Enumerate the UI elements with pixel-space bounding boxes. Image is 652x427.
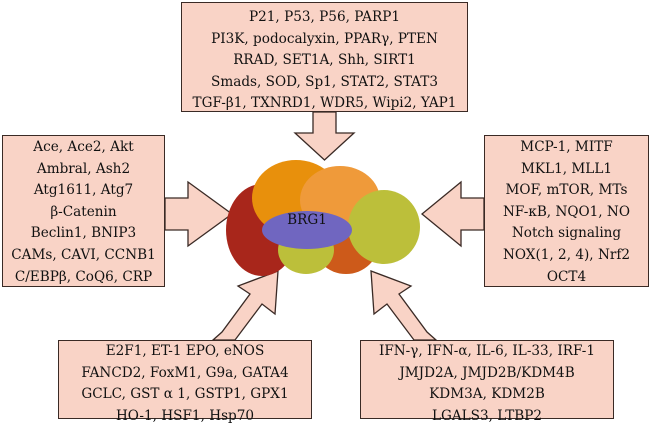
- box-line: MCP-1, MITF: [520, 139, 613, 155]
- blob-olive-right: [348, 190, 420, 264]
- box-right-targets: MCP-1, MITF MKL1, MLL1 MOF, mTOR, MTs NF…: [484, 135, 649, 287]
- box-line: C/EBPβ, CoQ6, CRP: [14, 268, 153, 285]
- arrow-top: [293, 111, 356, 161]
- center-label-brg1: BRG1: [287, 212, 327, 228]
- arrow-right: [420, 180, 485, 248]
- arrow-bottom-left: [211, 270, 279, 341]
- box-line: Notch signaling: [511, 225, 622, 242]
- box-line: KDM3A, KDM2B: [429, 386, 545, 403]
- box-line: OCT4: [546, 268, 587, 285]
- box-line: β-Catenin: [50, 203, 117, 220]
- box-line: JMJD2A, JMJD2B/KDM4B: [399, 364, 575, 381]
- box-line: Ambral, Ash2: [36, 160, 131, 177]
- blob-purple-center: [262, 211, 352, 249]
- box-bottom-left-targets: E2F1, ET-1 EPO, eNOS FANCD2, FoxM1, G9a,…: [58, 340, 312, 424]
- box-line: Beclin1, BNIP3: [30, 225, 137, 242]
- box-line: E2F1, ET-1 EPO, eNOS: [105, 343, 265, 359]
- box-line: HO-1, HSF1, Hsp70: [115, 407, 255, 424]
- box-left-targets: Ace, Ace2, Akt Ambral, Ash2 Atg1611, Atg…: [2, 135, 165, 287]
- box-line: IFN-γ, IFN-α, IL-6, IL-33, IRF-1: [378, 343, 596, 359]
- box-bottom-right-targets: IFN-γ, IFN-α, IL-6, IL-33, IRF-1 JMJD2A,…: [360, 340, 614, 424]
- box-top-targets: P21, P53, P56, PARP1 PI3K, podocalyxin, …: [181, 2, 468, 112]
- box-line: GCLC, GST α 1, GSTP1, GPX1: [81, 386, 289, 403]
- box-line: Ace, Ace2, Akt: [33, 139, 134, 155]
- box-line: MOF, mTOR, MTs: [505, 182, 628, 199]
- arrow-left: [164, 180, 234, 248]
- box-line: RRAD, SET1A, Shh, SIRT1: [233, 52, 416, 69]
- box-line: NF-κB, NQO1, NO: [503, 203, 630, 220]
- box-line: NOX(1, 2, 4), Nrf2: [502, 246, 631, 263]
- box-line: CAMs, CAVI, CCNB1: [11, 246, 156, 263]
- box-line: PI3K, podocalyxin, PPARγ, PTEN: [211, 30, 438, 47]
- box-line: TGF-β1, TXNRD1, WDR5, Wipi2, YAP1: [192, 95, 457, 112]
- box-line: LGALS3, LTBP2: [431, 407, 543, 424]
- box-line: P21, P53, P56, PARP1: [248, 9, 400, 25]
- box-line: Atg1611, Atg7: [33, 182, 134, 199]
- brg1-cluster: [226, 160, 420, 276]
- box-line: MKL1, MLL1: [520, 160, 612, 177]
- box-line: Smads, SOD, Sp1, STAT2, STAT3: [211, 73, 438, 90]
- box-line: FANCD2, FoxM1, G9a, GATA4: [81, 364, 289, 381]
- arrow-bottom-right: [370, 270, 438, 341]
